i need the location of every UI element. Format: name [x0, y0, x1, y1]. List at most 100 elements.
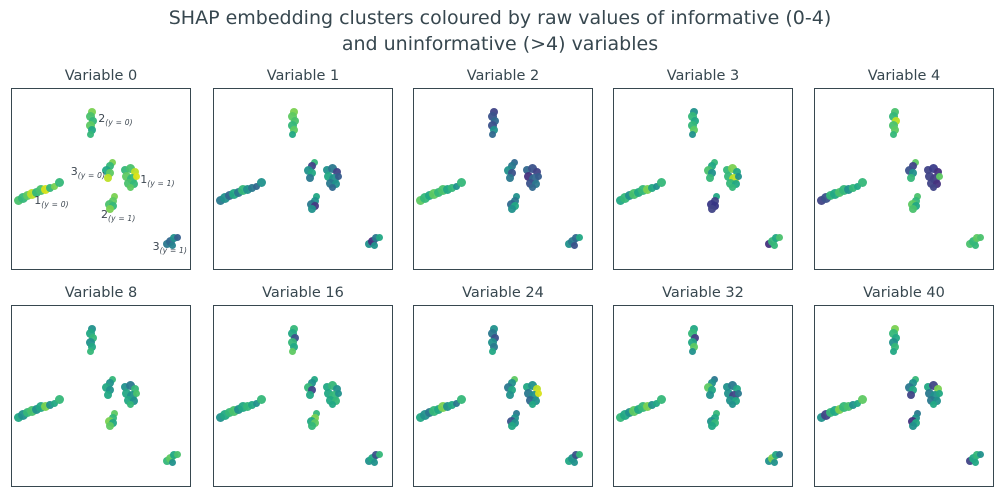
scatter-point: [527, 164, 537, 174]
scatter-point: [689, 343, 698, 352]
subplot-title: Variable 4: [867, 68, 941, 84]
scatter-point: [708, 169, 717, 178]
scatter-point: [971, 241, 979, 249]
scatter-point: [889, 121, 899, 131]
scatter-point: [844, 184, 854, 194]
scatter-point: [923, 383, 932, 392]
scatter-point: [688, 121, 698, 131]
subplot-variable-24: Variable 24: [413, 283, 593, 487]
scatter-point: [889, 347, 897, 355]
scatter-point: [308, 386, 317, 395]
scatter-point: [648, 400, 657, 409]
scatter-point: [452, 182, 460, 190]
scatter-point: [687, 328, 697, 338]
scatter-point: [929, 390, 940, 401]
scatter-point: [130, 385, 139, 394]
subplot-variable-3: Variable 3: [613, 66, 793, 270]
scatter-plot: 2(y = 0)3(y = 0)1(y = 1)1(y = 0)2(y = 1)…: [11, 88, 191, 270]
scatter-point: [129, 180, 138, 188]
scatter-point: [122, 389, 132, 399]
scatter-point: [535, 173, 543, 181]
scatter-point: [85, 328, 95, 338]
scatter-point: [290, 324, 299, 333]
scatter-point: [46, 183, 55, 192]
scatter-point: [724, 389, 734, 399]
subplot-variable-4: Variable 4: [814, 66, 994, 270]
scatter-point: [576, 450, 584, 458]
scatter-point: [528, 173, 539, 184]
scatter-point: [657, 395, 667, 405]
scatter-point: [376, 450, 384, 458]
scatter-point: [168, 458, 176, 466]
cluster-annotation-subscript: (y = 0): [77, 170, 106, 180]
scatter-point: [727, 381, 737, 391]
scatter-point: [168, 241, 176, 249]
scatter-point: [652, 182, 660, 190]
scatter-point: [126, 184, 134, 192]
scatter-point: [288, 121, 298, 131]
scatter-point: [290, 334, 299, 342]
scatter-point: [570, 241, 578, 249]
scatter-point: [174, 450, 182, 458]
scatter-point: [925, 389, 935, 399]
scatter-point: [257, 178, 267, 188]
scatter-point: [125, 381, 135, 391]
scatter-point: [728, 401, 736, 409]
subplot-variable-2: Variable 2: [413, 66, 593, 270]
scatter-point: [438, 402, 448, 413]
subplot-title: Variable 24: [462, 285, 544, 301]
scatter-point: [576, 233, 584, 241]
scatter-point: [528, 401, 536, 409]
scatter-point: [308, 422, 317, 431]
scatter-point: [448, 400, 457, 409]
scatter-point: [708, 205, 717, 214]
cluster-annotation-subscript: (y = 0): [41, 200, 69, 210]
scatter-point: [858, 395, 868, 405]
scatter-point: [524, 172, 534, 182]
scatter-plot: [213, 305, 393, 487]
scatter-point: [129, 397, 138, 405]
scatter-point: [735, 173, 743, 181]
scatter-point: [322, 383, 331, 392]
scatter-point: [909, 386, 918, 395]
scatter-point: [890, 343, 899, 352]
scatter-point: [287, 328, 297, 338]
scatter-point: [238, 185, 248, 196]
scatter-point: [505, 390, 514, 399]
scatter-point: [891, 324, 900, 333]
scatter-point: [448, 183, 457, 192]
scatter-point: [638, 185, 648, 196]
scatter-point: [228, 405, 239, 416]
scatter-point: [289, 126, 298, 135]
cluster-annotation-number: 1: [140, 172, 148, 186]
scatter-point: [968, 236, 978, 246]
scatter-point: [120, 166, 129, 175]
scatter-point: [331, 180, 340, 188]
scatter-point: [55, 395, 65, 405]
scatter-point: [490, 107, 499, 116]
scatter-point: [332, 168, 341, 177]
subplot-title: Variable 8: [64, 285, 138, 301]
scatter-point: [889, 338, 899, 348]
scatter-point: [428, 188, 439, 199]
scatter-point: [488, 347, 496, 355]
scatter-point: [648, 183, 657, 192]
scatter-point: [165, 453, 175, 463]
scatter-point: [731, 397, 740, 405]
cluster-annotation-subscript: (y = 1): [147, 178, 175, 188]
scatter-point: [87, 126, 96, 135]
scatter-point: [170, 233, 179, 242]
scatter-point: [508, 422, 517, 431]
scatter-point: [772, 233, 781, 242]
scatter-point: [928, 381, 938, 391]
scatter-point: [88, 324, 97, 333]
scatter-point: [690, 334, 699, 342]
scatter-point: [936, 173, 944, 181]
scatter-point: [327, 381, 337, 391]
scatter-point: [971, 458, 979, 466]
scatter-point: [708, 422, 717, 431]
scatter-point: [929, 184, 937, 192]
scatter-point: [731, 180, 740, 188]
scatter-point: [288, 347, 296, 355]
cluster-annotation: 1(y = 1): [140, 172, 175, 188]
